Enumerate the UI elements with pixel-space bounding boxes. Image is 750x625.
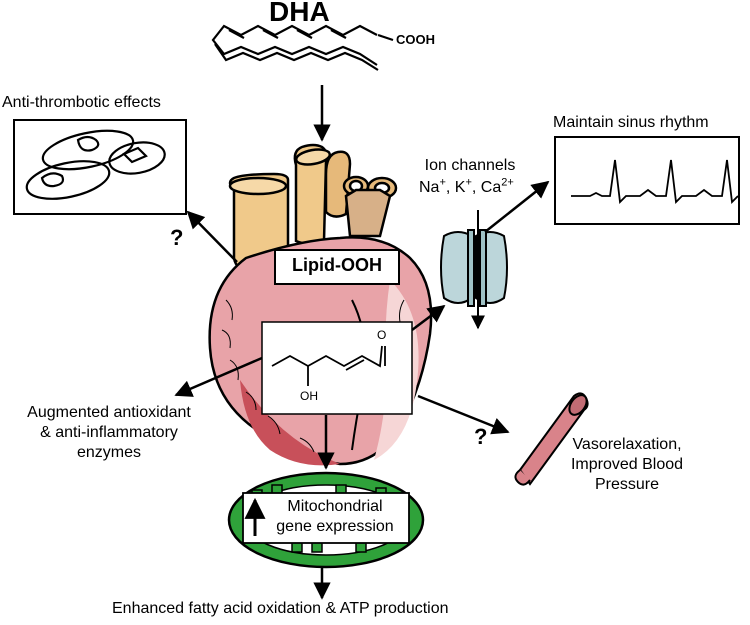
ecg-trace — [571, 159, 739, 204]
hne-oh-label: OH — [300, 389, 318, 403]
ion-na: Na+, — [419, 177, 455, 197]
sinus-rhythm-label: Maintain sinus rhythm — [553, 114, 709, 131]
blood-vessel-icon — [514, 392, 589, 486]
question-mark-thrombotic: ? — [170, 225, 184, 250]
ion-ca: Ca2+ — [480, 177, 514, 197]
hne-o-label: O — [377, 328, 387, 342]
question-mark-vaso: ? — [474, 424, 488, 449]
mitochondrial-label: Mitochondrial gene expression — [262, 497, 408, 537]
antioxidant-line-1: Augmented antioxidant — [27, 404, 191, 421]
sinus-rhythm-box — [554, 136, 740, 225]
vaso-line-2: Improved Blood — [570, 456, 684, 473]
anti-thrombotic-label: Anti-thrombotic effects — [2, 94, 161, 111]
lipid-ooh-label: Lipid-OOH — [292, 255, 382, 275]
connector-arrows — [174, 180, 550, 600]
vasorelaxation-label: Vasorelaxation, Improved Blood Pressure — [552, 435, 702, 495]
mito-line-2: gene expression — [276, 518, 394, 535]
ion-channel-icon — [440, 229, 508, 307]
platelet-cells-icon — [25, 129, 166, 200]
mito-line-1: Mitochondrial — [287, 498, 383, 515]
vaso-line-1: Vasorelaxation, — [572, 436, 682, 453]
hne-skeleton — [271, 345, 383, 368]
dha-molecule — [211, 24, 394, 71]
hne-structure-box — [261, 321, 413, 415]
vaso-line-3: Pressure — [594, 476, 660, 493]
heart-illustration — [208, 143, 433, 466]
mito-label-box — [242, 492, 410, 544]
antioxidant-line-2: & anti-inflammatory — [40, 424, 178, 441]
antioxidant-line-3: enzymes — [76, 444, 142, 461]
anti-thrombotic-box — [13, 119, 187, 215]
ion-k: K+, — [454, 177, 481, 197]
dha-title: DHA — [269, 0, 330, 27]
ion-list: Na+, K+, Ca2+ — [419, 177, 514, 197]
bottom-outcome-label: Enhanced fatty acid oxidation & ATP prod… — [112, 600, 449, 617]
antioxidant-label: Augmented antioxidant & anti-inflammator… — [4, 403, 214, 463]
ion-channels-title: Ion channels — [424, 157, 516, 174]
lipid-ooh-box — [274, 249, 400, 285]
cooh-label: COOH — [396, 32, 435, 47]
